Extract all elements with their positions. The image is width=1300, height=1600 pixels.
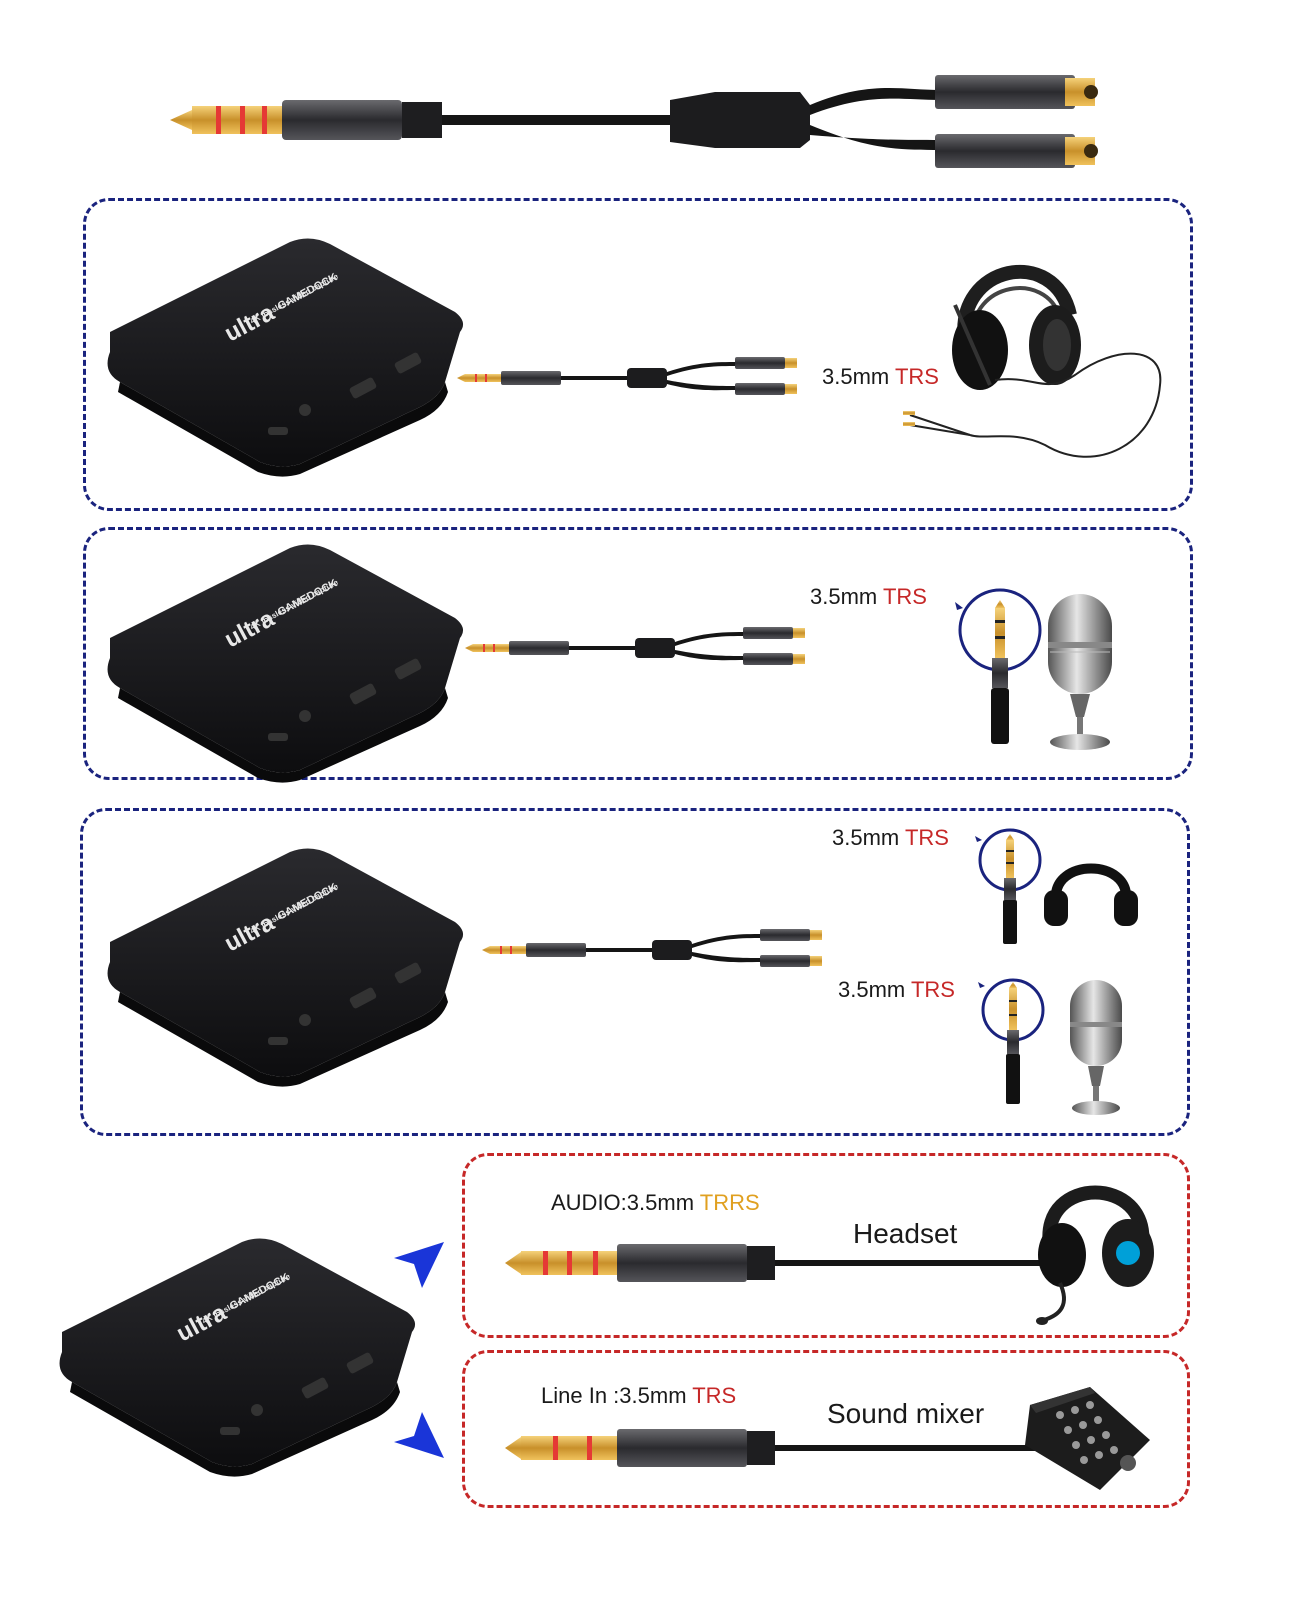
headphones-icon (1044, 863, 1138, 926)
capture-device-icon: ultra GAMEDOCK 4K lossless video capture (107, 544, 464, 783)
panel3-top-connector-label: 3.5mm TRS (832, 825, 949, 850)
panel-audio-trrs (462, 1153, 1190, 1338)
headset-icon (903, 264, 1162, 458)
audio-connector-label: AUDIO:3.5mm TRRS (551, 1190, 760, 1215)
sound-mixer-label: Sound mixer (827, 1398, 985, 1429)
trs-plug-zoom-icon (975, 828, 1042, 944)
panel-microphone (83, 527, 1193, 780)
trrs-plug-icon (505, 1244, 1060, 1282)
sound-mixer-icon (1025, 1387, 1150, 1490)
panel3-bottom-connector-label: 3.5mm TRS (838, 977, 955, 1002)
microphone-icon (1048, 594, 1112, 750)
headset-label: Headset (853, 1218, 958, 1249)
panel2-connector-label: 3.5mm TRS (810, 584, 927, 609)
panel1-connector-label: 3.5mm TRS (822, 364, 939, 389)
trs-plug-zoom-icon (978, 978, 1045, 1104)
microphone-icon (1070, 980, 1122, 1115)
panel-headphones-and-mic (80, 808, 1190, 1136)
arrow-icon (394, 1412, 444, 1458)
splitter-cable-icon (457, 357, 797, 395)
splitter-cable-icon (170, 75, 1098, 168)
capture-device-icon: ultra GAMEDOCK 4K lossless video capture (107, 848, 464, 1087)
splitter-cable-icon (482, 929, 822, 967)
panel-line-in-trs (462, 1350, 1190, 1508)
trs-plug-zoom-icon (955, 588, 1042, 744)
panel-headset-split (83, 198, 1193, 511)
capture-device-icon: ultra GAMEDOCK 4K lossless video capture (59, 1238, 416, 1477)
arrow-icon (394, 1242, 444, 1288)
trs-plug-icon (505, 1429, 1050, 1467)
capture-device-icon: ultra GAMEDOCK 4K lossless video capture (107, 238, 464, 477)
headset-icon (1036, 1185, 1154, 1325)
splitter-cable-icon (465, 627, 805, 665)
line-in-connector-label: Line In :3.5mm TRS (541, 1383, 737, 1408)
